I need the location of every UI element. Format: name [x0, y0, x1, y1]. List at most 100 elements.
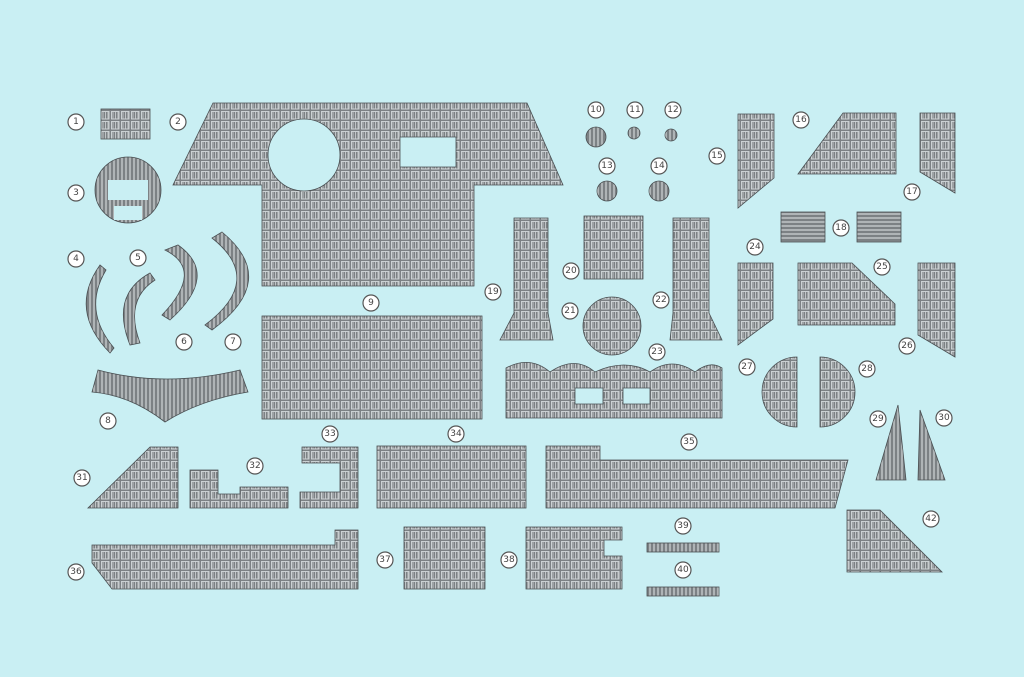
svg-text:11: 11	[629, 105, 640, 115]
callout-8: 8	[99, 412, 117, 430]
part-22	[669, 217, 723, 341]
svg-text:25: 25	[876, 262, 887, 272]
part-11	[627, 126, 641, 140]
svg-text:20: 20	[565, 266, 577, 276]
part-35	[545, 445, 849, 509]
part-2	[172, 102, 564, 287]
svg-text:29: 29	[872, 414, 884, 424]
part-23	[505, 362, 723, 419]
callout-18: 18	[832, 219, 850, 237]
svg-text:32: 32	[249, 461, 260, 471]
svg-text:16: 16	[795, 115, 807, 125]
svg-text:5: 5	[135, 253, 141, 263]
part-33	[299, 446, 359, 509]
svg-text:24: 24	[749, 242, 761, 252]
svg-text:1: 1	[73, 117, 79, 127]
svg-text:18: 18	[835, 223, 847, 233]
svg-text:4: 4	[73, 254, 79, 264]
callout-34: 34	[447, 425, 465, 443]
part-25	[797, 262, 896, 326]
svg-text:10: 10	[590, 105, 602, 115]
callout-20: 20	[562, 262, 580, 280]
svg-text:33: 33	[324, 429, 335, 439]
part-16	[797, 112, 897, 175]
callout-42: 42	[922, 510, 940, 528]
part-18	[780, 211, 902, 243]
part-7	[204, 231, 249, 331]
part-12	[664, 128, 678, 142]
svg-text:42: 42	[925, 514, 936, 524]
callout-5: 5	[129, 249, 147, 267]
part-37	[403, 526, 486, 590]
callout-26: 26	[898, 337, 916, 355]
part-21	[582, 296, 642, 356]
callout-33: 33	[321, 425, 339, 443]
part-5	[123, 272, 156, 346]
callout-7: 7	[224, 333, 242, 351]
svg-text:23: 23	[651, 347, 662, 357]
svg-text:27: 27	[741, 362, 752, 372]
callout-6: 6	[175, 333, 193, 351]
callout-27: 27	[738, 358, 756, 376]
svg-text:9: 9	[368, 298, 374, 308]
part-26	[917, 262, 956, 358]
callout-28: 28	[858, 360, 876, 378]
callout-37: 37	[376, 551, 394, 569]
svg-text:14: 14	[653, 161, 665, 171]
callout-13: 13	[598, 157, 616, 175]
callout-3: 3	[67, 184, 85, 202]
part-4	[85, 264, 115, 354]
svg-text:12: 12	[667, 105, 678, 115]
callout-12: 12	[664, 101, 682, 119]
callout-32: 32	[246, 457, 264, 475]
callout-30: 30	[935, 409, 953, 427]
part-8	[91, 369, 249, 423]
part-30	[917, 409, 946, 481]
callout-21: 21	[561, 302, 579, 320]
part-9	[261, 315, 483, 420]
callout-40: 40	[674, 561, 692, 579]
part-1	[100, 108, 151, 140]
part-29	[875, 404, 907, 481]
callout-16: 16	[792, 111, 810, 129]
callout-24: 24	[746, 238, 764, 256]
callout-25: 25	[873, 258, 891, 276]
callout-36: 36	[67, 563, 85, 581]
callout-9: 9	[362, 294, 380, 312]
svg-text:38: 38	[503, 555, 515, 565]
svg-text:37: 37	[379, 555, 390, 565]
callout-10: 10	[587, 101, 605, 119]
callout-31: 31	[73, 469, 91, 487]
part-42	[846, 509, 943, 573]
part-3	[94, 156, 162, 224]
svg-text:22: 22	[655, 295, 666, 305]
callout-19: 19	[484, 283, 502, 301]
svg-text:30: 30	[938, 413, 950, 423]
part-36	[91, 529, 359, 590]
svg-text:40: 40	[677, 565, 689, 575]
svg-text:6: 6	[181, 337, 187, 347]
part-14	[648, 180, 670, 202]
callout-23: 23	[648, 343, 666, 361]
part-20	[583, 215, 644, 280]
callout-17: 17	[903, 183, 921, 201]
svg-text:26: 26	[901, 341, 913, 351]
svg-text:3: 3	[73, 188, 79, 198]
callout-4: 4	[67, 250, 85, 268]
callout-39: 39	[674, 517, 692, 535]
callout-38: 38	[500, 551, 518, 569]
callout-14: 14	[650, 157, 668, 175]
svg-text:39: 39	[677, 521, 689, 531]
svg-text:13: 13	[601, 161, 612, 171]
svg-text:15: 15	[711, 151, 722, 161]
svg-text:21: 21	[564, 306, 575, 316]
svg-text:35: 35	[683, 437, 694, 447]
part-15	[737, 113, 775, 209]
svg-text:28: 28	[861, 364, 873, 374]
callout-11: 11	[626, 101, 644, 119]
callout-29: 29	[869, 410, 887, 428]
svg-text:36: 36	[70, 567, 82, 577]
svg-text:17: 17	[906, 187, 917, 197]
part-28	[819, 356, 856, 428]
callout-2: 2	[169, 113, 187, 131]
